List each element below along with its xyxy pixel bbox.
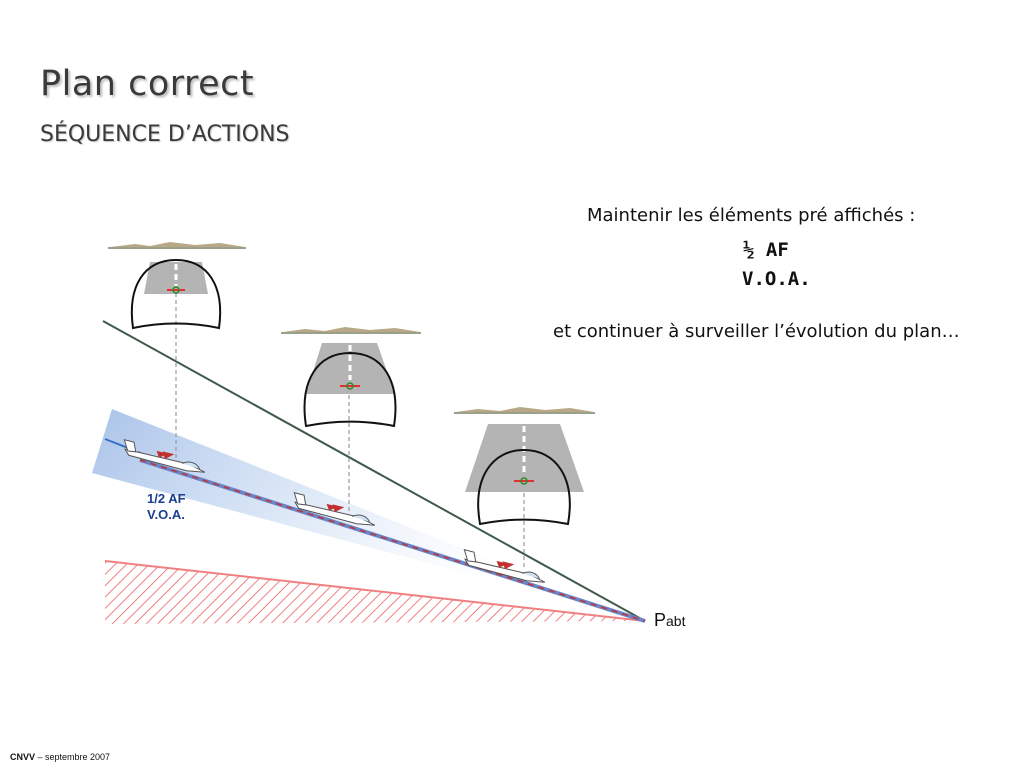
aiming-point-sub: abt <box>666 613 686 629</box>
page-subtitle: SÉQUENCE D’ACTIONS <box>40 122 290 147</box>
instruction-continue-text: et continuer à surveiller l’évolution du… <box>553 321 960 342</box>
flight-path-dashes <box>139 459 646 622</box>
glider-icon <box>123 439 206 473</box>
glider-icon <box>293 492 376 526</box>
footer-brand: CNVV <box>10 752 36 762</box>
footer: CNVV – septembre 2007 <box>10 752 110 762</box>
glider-icon <box>463 549 546 583</box>
pilot-view-1 <box>108 242 246 330</box>
instruction-text: Maintenir les éléments pré affichés : <box>587 205 916 226</box>
pilot-view-2 <box>281 327 421 428</box>
aiming-point-letter: P <box>654 610 667 630</box>
page-title: Plan correct <box>40 64 255 104</box>
diagram-label-af: 1/2 AF <box>147 491 186 506</box>
instruction-item-af: ½ AF <box>743 239 789 261</box>
footer-date: – septembre 2007 <box>35 752 111 762</box>
sight-dash-marker <box>104 438 129 449</box>
pilot-view-3 <box>454 407 595 526</box>
aiming-point-label: Pabt <box>654 610 685 631</box>
ground-line <box>104 560 646 622</box>
instruction-item-voa: V.O.A. <box>742 268 811 290</box>
diagram-label-voa: V.O.A. <box>147 507 185 522</box>
glide-slope-line <box>102 320 646 622</box>
